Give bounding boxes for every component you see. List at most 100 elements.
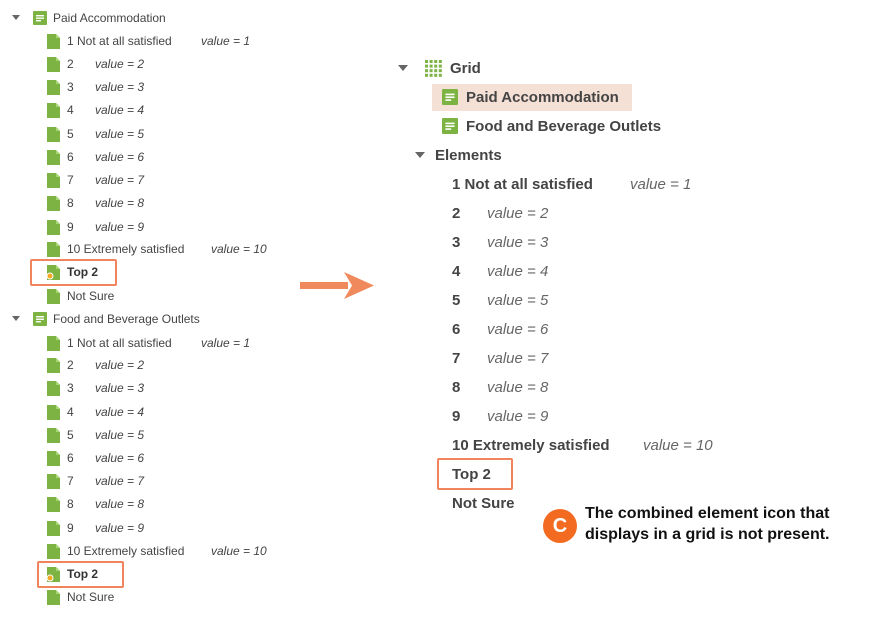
element-label: Not Sure [67,590,115,604]
element-label: 5 [452,291,461,309]
element-icon [47,56,60,72]
element-label: 8 [67,497,74,511]
tree-node-question[interactable]: Food and Beverage Outlets [442,116,661,136]
tree-node-element[interactable]: 8 value = 8 [47,195,144,211]
element-icon [47,79,60,95]
tree-node-element[interactable]: 2 value = 2 [47,56,144,72]
combined-element-icon [47,264,60,280]
tree-node-element[interactable]: 7 value = 7 [47,473,144,489]
tree-node-element[interactable]: Not Sure [47,589,114,605]
element-label: 2 [67,57,74,71]
question-icon [442,118,458,134]
tree-node-element[interactable]: 7 value = 7 [47,172,144,188]
tree-node-question[interactable]: Paid Accommodation [33,10,166,26]
tree-node-element[interactable]: 5 value = 5 [47,427,144,443]
element-value: value = 10 [211,544,267,558]
element-label: 2 [452,204,461,222]
element-label: 4 [452,262,461,280]
elements-label: Elements [435,146,502,164]
expand-caret-icon[interactable] [398,65,408,71]
element-label: 7 [67,173,74,187]
highlight-box [30,259,117,286]
tree-node-element[interactable]: 5 value = 5 [47,126,144,142]
tree-node-element[interactable]: Not Sure [452,493,515,513]
element-value: value = 2 [95,358,145,372]
tree-node-element[interactable]: 6 value = 6 [452,319,548,339]
element-label: 5 [67,127,74,141]
element-label: 10 Extremely satisfied [67,242,185,256]
combined-element-label: Top 2 [67,567,99,581]
element-icon [47,473,60,489]
tree-node-element[interactable]: 2 value = 2 [47,357,144,373]
tree-node-element[interactable]: Not Sure [47,288,114,304]
tree-node-element[interactable]: 6 value = 6 [47,450,144,466]
question-icon [33,312,47,326]
tree-node-combined-element[interactable]: Top 2 [47,566,98,582]
element-label: 1 Not at all satisfied [452,175,593,193]
element-label: 4 [67,405,74,419]
element-label: 7 [67,474,74,488]
element-icon [47,450,60,466]
tree-node-elements[interactable]: Elements [435,145,502,165]
question-icon [33,11,47,25]
element-label: 2 [67,358,74,372]
tree-node-element[interactable]: 4 value = 4 [47,404,144,420]
tree-node-element[interactable]: 9 value = 9 [452,406,548,426]
element-value: value = 4 [95,103,145,117]
element-value: value = 4 [487,262,549,280]
tree-node-element[interactable]: 9 value = 9 [47,520,144,536]
combined-element-label: Top 2 [452,465,491,483]
element-icon [47,33,60,49]
element-icon [47,427,60,443]
element-label: 6 [452,320,461,338]
element-icon [47,380,60,396]
tree-node-element[interactable]: 1 Not at all satisfied value = 1 [452,174,691,194]
tree-node-element[interactable]: 9 value = 9 [47,219,144,235]
element-label: 9 [67,220,74,234]
tree-node-element[interactable]: 2 value = 2 [452,203,548,223]
element-label: 8 [452,378,461,396]
element-label: 10 Extremely satisfied [67,544,185,558]
arrow-right-icon [300,272,374,299]
element-label: 3 [67,381,74,395]
tree-node-element[interactable]: 3 value = 3 [47,79,144,95]
element-value: value = 6 [95,451,145,465]
tree-node-combined-element[interactable]: Top 2 [47,264,98,280]
tree-node-element[interactable]: 1 Not at all satisfied value = 1 [47,335,250,351]
element-label: 6 [67,451,74,465]
tree-node-element[interactable]: 4 value = 4 [452,261,548,281]
element-icon [47,288,60,304]
tree-node-element[interactable]: 3 value = 3 [452,232,548,252]
tree-node-question[interactable]: Paid Accommodation [442,87,619,107]
callout-badge: C [543,509,577,543]
element-label: 3 [67,80,74,94]
tree-node-element[interactable]: 10 Extremely satisfied value = 10 [47,241,267,257]
tree-node-element[interactable]: 10 Extremely satisfied value = 10 [452,435,713,455]
element-value: value = 7 [487,349,549,367]
element-label: 10 Extremely satisfied [452,436,610,454]
tree-node-grid[interactable]: Grid [425,58,481,78]
tree-node-element[interactable]: 8 value = 8 [47,496,144,512]
question-label: Paid Accommodation [53,11,166,25]
tree-node-element[interactable]: 3 value = 3 [47,380,144,396]
element-value: value = 10 [643,436,713,454]
tree-node-question[interactable]: Food and Beverage Outlets [33,311,200,327]
expand-caret-icon[interactable] [12,15,20,20]
tree-node-element[interactable]: 1 Not at all satisfied value = 1 [47,33,250,49]
element-value: value = 5 [487,291,549,309]
tree-node-element[interactable]: 10 Extremely satisfied value = 10 [47,543,267,559]
tree-node-element[interactable]: 4 value = 4 [47,102,144,118]
element-label: 3 [452,233,461,251]
tree-node-element[interactable]: 7 value = 7 [452,348,548,368]
element-value: value = 9 [95,220,145,234]
element-value: value = 3 [95,80,145,94]
tree-node-element[interactable]: 6 value = 6 [47,149,144,165]
tree-node-combined-element[interactable]: Top 2 [452,464,491,484]
element-value: value = 8 [487,378,549,396]
element-value: value = 9 [95,521,145,535]
element-icon [47,357,60,373]
tree-node-element[interactable]: 8 value = 8 [452,377,548,397]
expand-caret-icon[interactable] [12,316,20,321]
tree-node-element[interactable]: 5 value = 5 [452,290,548,310]
expand-caret-icon[interactable] [415,152,425,158]
